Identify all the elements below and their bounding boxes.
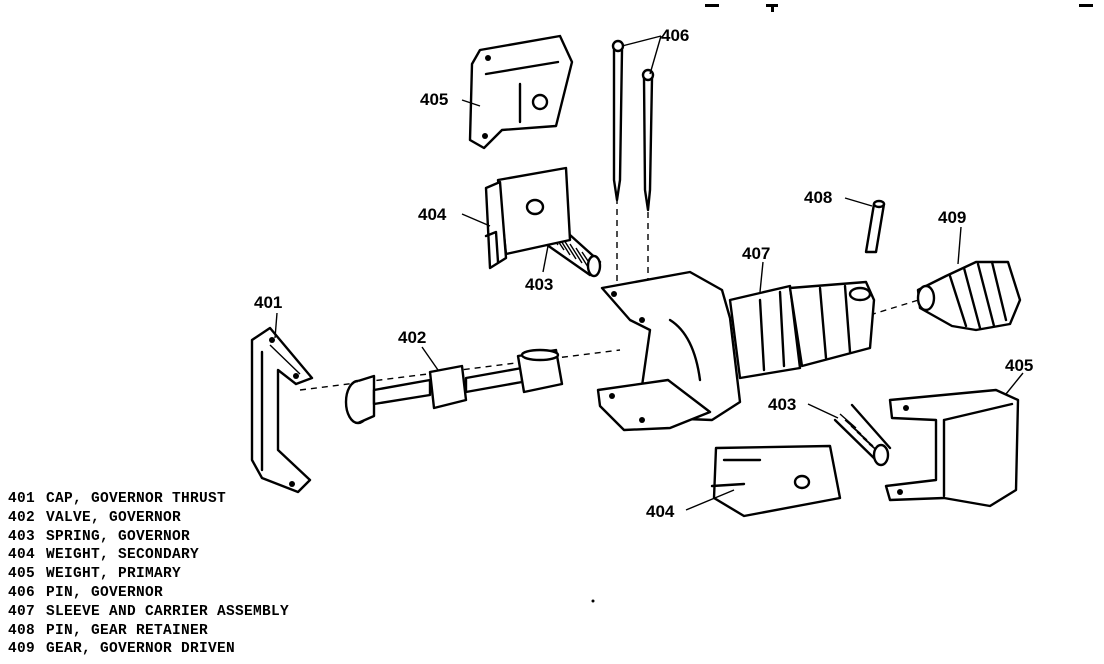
legend-part-number: 406 [8,584,36,601]
legend-part-number: 408 [8,622,36,639]
legend-row: 403 SPRING, GOVERNOR [8,528,289,547]
part-404-secondary-weight-upper [484,166,572,270]
legend-row: 409 GEAR, GOVERNOR DRIVEN [8,640,289,659]
callout-405-upper: 405 [420,90,448,109]
callout-403-upper: 403 [525,275,553,294]
legend-part-description: CAP, GOVERNOR THRUST [46,491,227,507]
legend-row: 401 CAP, GOVERNOR THRUST [8,490,289,509]
legend-part-description: VALVE, GOVERNOR [46,509,182,526]
legend-part-number: 404 [8,547,36,564]
legend-row: 404 WEIGHT, SECONDARY [8,546,289,565]
callout-labels: 401 402 403 403 404 404 405 405 406 407 … [254,26,1033,521]
scan-marks [591,4,1093,603]
legend-part-description: SLEEVE AND CARRIER ASSEMBLY [46,603,290,620]
legend-part-number: 407 [8,603,36,620]
callout-403-lower: 403 [768,395,796,414]
legend-row: 408 PIN, GEAR RETAINER [8,622,289,641]
legend-part-description: GEAR, GOVERNOR DRIVEN [46,641,236,658]
legend-part-description: WEIGHT, PRIMARY [46,566,182,583]
callout-404-upper: 404 [418,205,447,224]
legend-part-number: 405 [8,566,36,583]
legend-part-description: SPRING, GOVERNOR [46,528,191,545]
part-402-governor-valve [344,348,564,425]
part-405-primary-weight-upper [468,34,574,150]
callout-404-lower: 404 [646,502,675,521]
legend-row: 406 PIN, GOVERNOR [8,584,289,603]
callout-407: 407 [742,244,770,263]
part-407-sleeve-carrier-assembly [596,270,876,432]
legend-row: 405 WEIGHT, PRIMARY [8,565,289,584]
legend-part-number: 402 [8,509,36,526]
callout-406: 406 [661,26,689,45]
legend-part-description: PIN, GEAR RETAINER [46,622,209,639]
part-409-governor-driven-gear [916,260,1022,332]
callout-402: 402 [398,328,426,347]
part-403-governor-spring-lower [833,403,892,467]
callout-401: 401 [254,293,282,312]
parts-legend: 401 CAP, GOVERNOR THRUST 402 VALVE, GOVERNO… [8,490,289,659]
legend-part-number: 403 [8,528,36,545]
part-404-secondary-weight-lower [710,444,842,518]
legend-part-number: 401 [8,491,36,507]
callout-408: 408 [804,188,832,207]
part-408-gear-retainer-pin [864,199,886,254]
part-406-governor-pins [611,39,655,212]
legend-row: 407 SLEEVE AND CARRIER ASSEMBLY [8,603,289,622]
callout-409: 409 [938,208,966,227]
leader-lines [274,35,1024,511]
part-405-primary-weight-lower [884,388,1020,508]
legend-part-description: WEIGHT, SECONDARY [46,547,200,564]
legend-part-description: PIN, GOVERNOR [46,584,164,601]
legend-part-number: 409 [8,641,36,658]
part-401-governor-thrust-cap [250,326,314,494]
callout-405-lower: 405 [1005,356,1033,375]
legend-row: 402 VALVE, GOVERNOR [8,509,289,528]
